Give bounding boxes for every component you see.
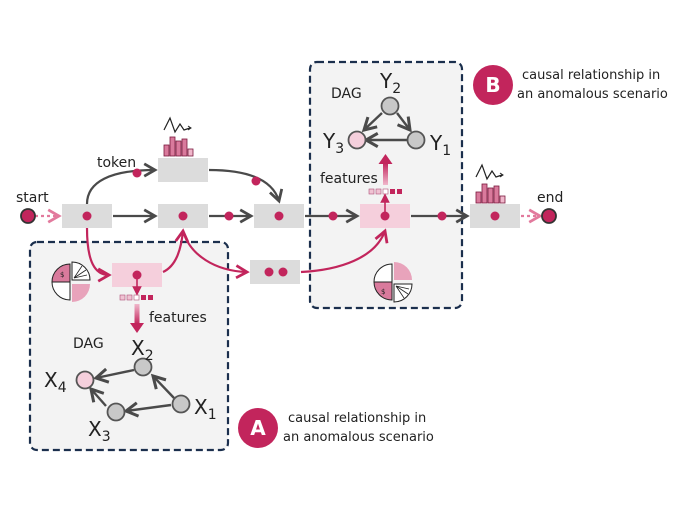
svg-text:$: $ bbox=[60, 271, 64, 279]
dot bbox=[132, 270, 142, 280]
dag-edge-x2-x4 bbox=[93, 367, 135, 384]
features-arrow-b-head bbox=[378, 154, 393, 164]
edge-token-s3 bbox=[208, 168, 284, 204]
dag-edge-x3-x4 bbox=[88, 386, 107, 407]
features-arrow-a-head bbox=[130, 323, 144, 333]
dag-label-x2: X2 bbox=[131, 336, 154, 364]
bar-line-chart-icon bbox=[163, 116, 194, 157]
dag-edge-y2-y3 bbox=[361, 112, 383, 133]
token-dots bbox=[82, 168, 500, 280]
caption-b-line1: causal relationship in bbox=[522, 68, 660, 83]
features-label-b: features bbox=[320, 171, 378, 187]
bar-line-chart-icon-end bbox=[475, 163, 506, 204]
badge-a-letter: A bbox=[250, 416, 266, 440]
dag-edge-y2-y1 bbox=[396, 112, 412, 133]
edge-branch-a-s2 bbox=[162, 228, 190, 273]
edge-s2-double bbox=[181, 230, 250, 280]
dag-edge-x1-x3 bbox=[122, 401, 172, 418]
feature-vector-icon-b bbox=[368, 188, 402, 195]
badge-b-letter: B bbox=[485, 73, 500, 97]
dag-label-x1: X1 bbox=[194, 395, 217, 423]
caption-b-line2: an anomalous scenario bbox=[517, 87, 668, 102]
end-label: end bbox=[537, 190, 563, 206]
dag-node-x4-anomalous bbox=[75, 370, 95, 390]
dot bbox=[82, 211, 92, 221]
dot bbox=[132, 168, 142, 178]
dot bbox=[278, 267, 288, 277]
caption-a-line1: causal relationship in bbox=[288, 411, 426, 426]
dag-node-y1 bbox=[406, 130, 426, 150]
dag-label-b: DAG bbox=[331, 86, 362, 102]
end-node bbox=[541, 208, 557, 224]
dag-node-x3 bbox=[106, 402, 126, 422]
svg-text:$: $ bbox=[381, 288, 385, 296]
caption-a-line2: an anomalous scenario bbox=[283, 430, 434, 445]
dot bbox=[178, 211, 188, 221]
edge-double-s4 bbox=[300, 228, 389, 274]
start-label: start bbox=[16, 190, 49, 206]
dot bbox=[251, 176, 261, 186]
dag-label-x3: X3 bbox=[88, 417, 111, 445]
dag-label-y2: Y2 bbox=[379, 69, 401, 97]
dot bbox=[437, 211, 447, 221]
dag-b-edges bbox=[361, 112, 412, 149]
features-label-a: features bbox=[149, 310, 207, 326]
finance-pie-icon-b: $ bbox=[373, 262, 413, 303]
dot bbox=[328, 211, 338, 221]
token-box bbox=[158, 158, 208, 182]
dag-label-y3: Y3 bbox=[322, 129, 344, 157]
dot bbox=[224, 211, 234, 221]
dag-node-x1 bbox=[171, 394, 191, 414]
dag-node-y2 bbox=[380, 96, 400, 116]
branch-box-double bbox=[250, 260, 300, 284]
badge-b bbox=[473, 65, 513, 105]
dag-node-y3-anomalous bbox=[347, 130, 367, 150]
dag-a-edges bbox=[88, 367, 175, 418]
token-label: token bbox=[97, 155, 136, 171]
dag-node-x2 bbox=[133, 357, 153, 377]
edge-s1-token bbox=[85, 162, 158, 205]
features-arrow-b-shaft bbox=[383, 163, 388, 185]
dot bbox=[274, 211, 284, 221]
dag-label-a: DAG bbox=[73, 336, 104, 352]
dot bbox=[380, 211, 390, 221]
dot bbox=[490, 211, 500, 221]
dot bbox=[264, 267, 274, 277]
finance-pie-icon-a: $ bbox=[51, 261, 91, 302]
dag-label-x4: X4 bbox=[44, 368, 67, 396]
dag-edge-x1-x2 bbox=[150, 373, 175, 399]
dag-label-y1: Y1 bbox=[429, 131, 451, 159]
feature-vector-icon-a bbox=[119, 294, 153, 301]
features-arrow-a-shaft bbox=[134, 304, 140, 324]
badge-a bbox=[238, 408, 278, 448]
start-node bbox=[20, 208, 36, 224]
edge-s1-branch-a bbox=[85, 227, 112, 283]
